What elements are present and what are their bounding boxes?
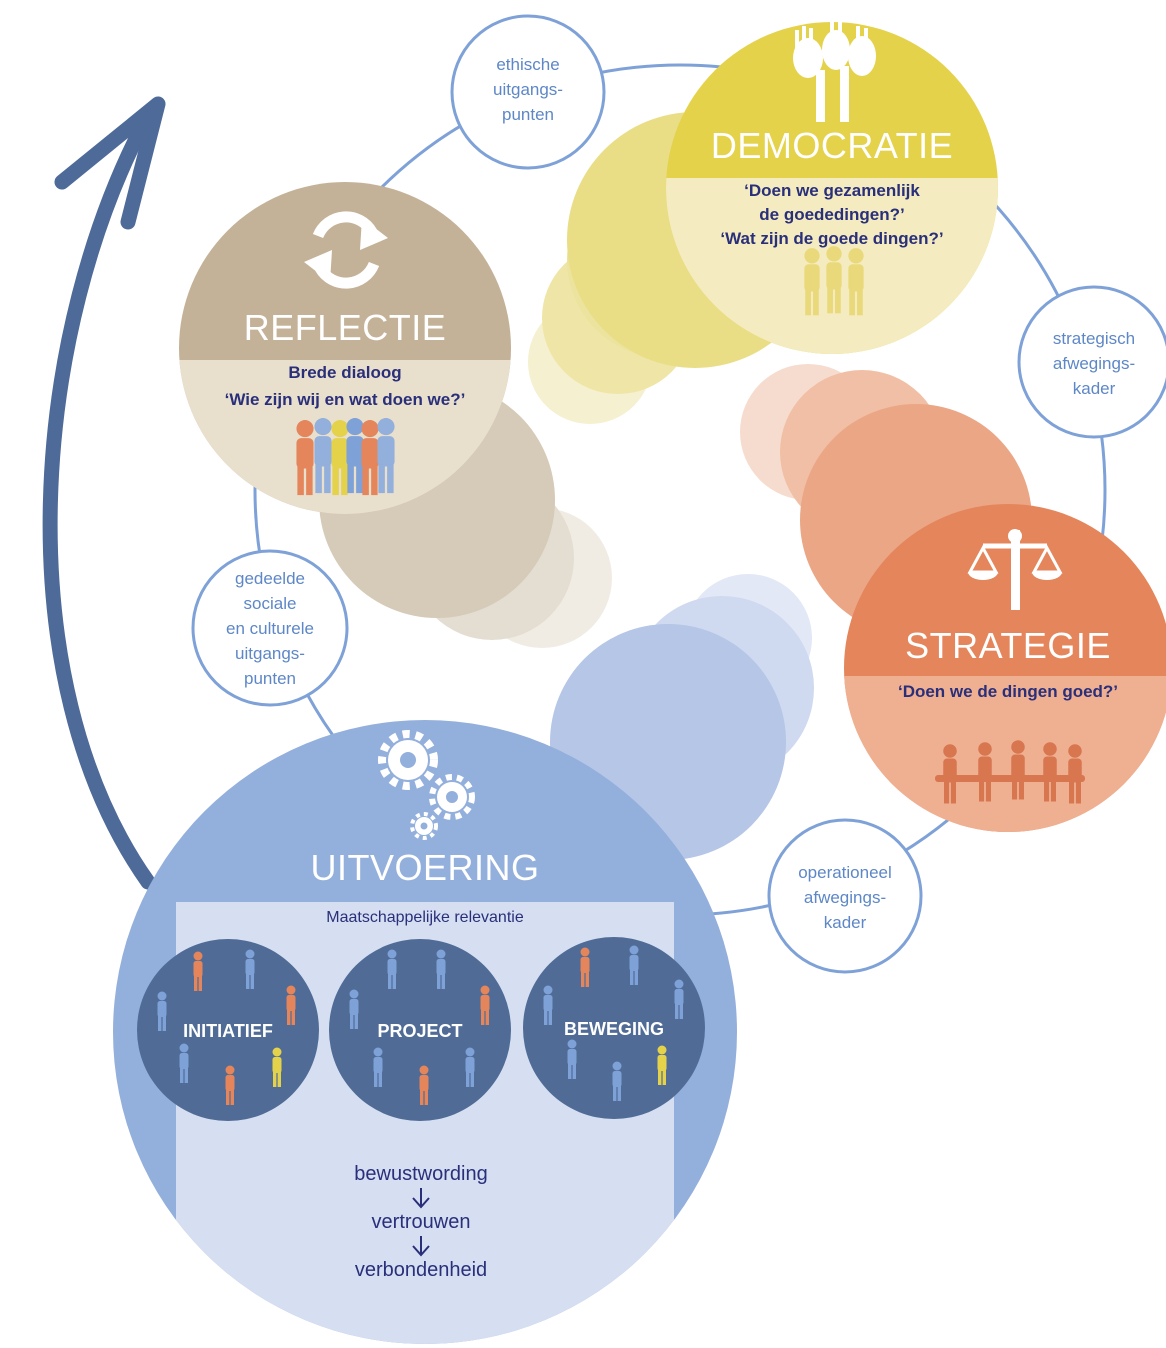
raised-hands-icon (793, 20, 876, 122)
project-label: PROJECT (377, 1021, 462, 1041)
scales-icon (967, 529, 1063, 610)
reflectie-title: REFLECTIE (244, 307, 447, 348)
svg-text:uitgangs-: uitgangs- (235, 644, 305, 663)
gears-icon (378, 730, 475, 840)
meeting-icon (935, 740, 1085, 804)
arrow-down-icon (412, 1188, 430, 1209)
people-group-icon (296, 418, 395, 496)
svg-text:afwegings-: afwegings- (804, 888, 886, 907)
svg-text:kader: kader (1073, 379, 1116, 398)
uitvoering-subtitle: Maatschappelijke relevantie (326, 909, 524, 926)
svg-text:en culturele: en culturele (226, 619, 314, 638)
uitvoering-circle: UITVOERING Maatschappelijke relevantie I… (113, 720, 737, 1344)
flow-item: verbondenheid (355, 1259, 487, 1281)
flow-item: bewustwording (354, 1163, 487, 1185)
initiatief-label: INITIATIEF (183, 1021, 273, 1041)
project-circle: PROJECT (329, 939, 511, 1121)
svg-text:sociale: sociale (244, 594, 297, 613)
uitvoering-trail (550, 574, 814, 860)
svg-text:kader: kader (824, 913, 867, 932)
label-strategisch: strategisch afwegings- kader (1017, 285, 1166, 439)
reflectie-line2: ‘Wie zijn wij en wat doen we?’ (225, 390, 466, 409)
strategie-circle: STRATEGIE ‘Doen we de dingen goed?’ (844, 504, 1166, 832)
svg-text:punten: punten (502, 105, 554, 124)
cycle-arrow (42, 96, 166, 890)
strategie-line1: ‘Doen we de dingen goed?’ (898, 682, 1118, 701)
reflectie-line1: Brede dialoog (288, 363, 401, 382)
label-operationeel: operationeel afwegings- kader (767, 818, 923, 974)
svg-text:ethische: ethische (496, 55, 559, 74)
beweging-circle: BEWEGING (523, 937, 705, 1119)
svg-text:strategisch: strategisch (1053, 329, 1135, 348)
democratie-line3: ‘Wat zijn de goede dingen?’ (720, 229, 943, 248)
democratie-title: DEMOCRATIE (711, 125, 953, 166)
arrow-down-icon (412, 1236, 430, 1257)
svg-text:punten: punten (244, 669, 296, 688)
flow-list: bewustwording vertrouwen verbondenheid (354, 1163, 487, 1281)
label-gedeelde: gedeelde sociale en culturele uitgangs- … (191, 549, 349, 707)
refresh-icon (304, 211, 388, 289)
strategie-title: STRATEGIE (905, 625, 1111, 666)
uitvoering-title: UITVOERING (310, 847, 539, 888)
svg-text:uitgangs-: uitgangs- (493, 80, 563, 99)
svg-text:afwegings-: afwegings- (1053, 354, 1135, 373)
flow-item: vertrouwen (372, 1211, 471, 1233)
initiatief-circle: INITIATIEF (137, 939, 319, 1121)
label-ethische: ethische uitgangs- punten (450, 14, 606, 170)
svg-text:operationeel: operationeel (798, 863, 892, 882)
democratie-line1: ‘Doen we gezamenlijk (744, 181, 920, 200)
svg-text:gedeelde: gedeelde (235, 569, 305, 588)
strategie-trail (740, 364, 1032, 636)
beweging-label: BEWEGING (564, 1019, 664, 1039)
democratie-line2: de goededingen?’ (759, 205, 904, 224)
